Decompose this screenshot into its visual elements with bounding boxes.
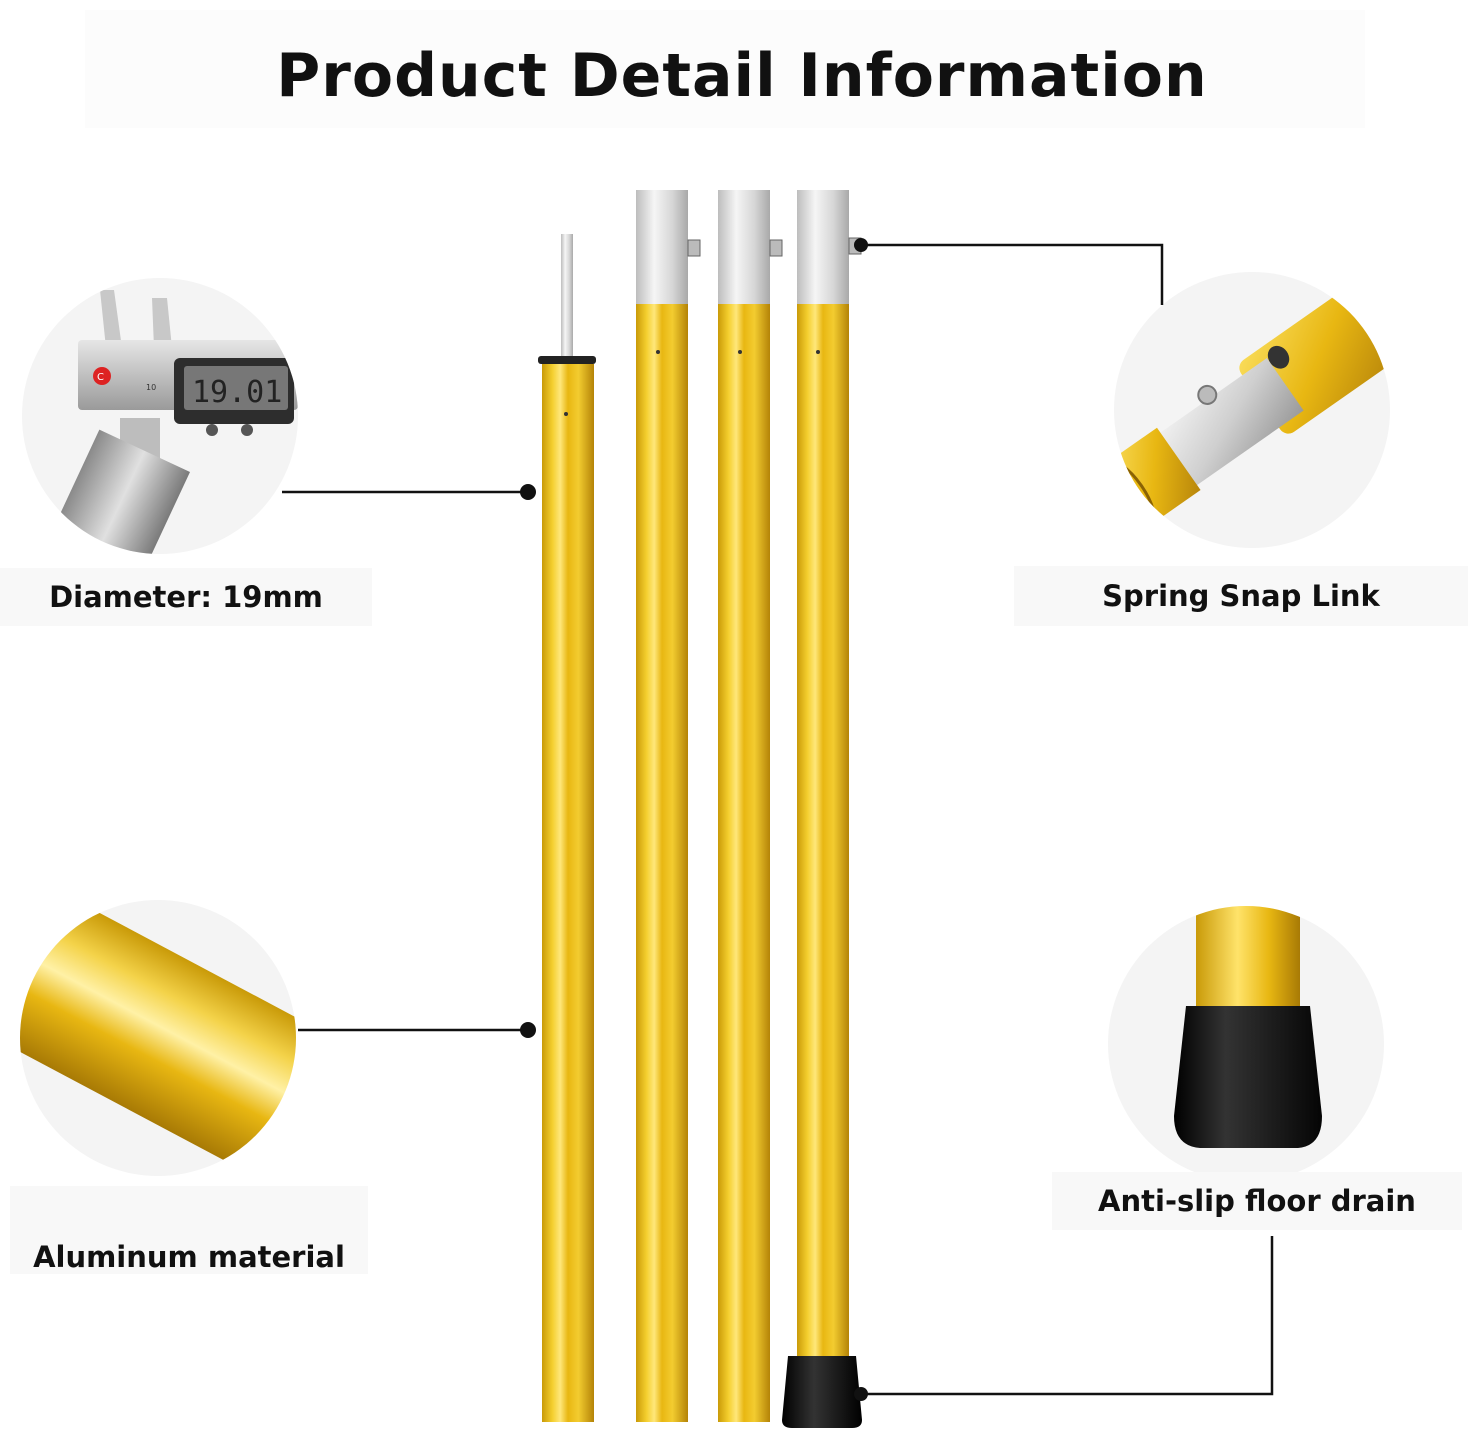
spring-pointer-dot [854,238,868,252]
svg-text:C: C [97,372,104,383]
spring-label: Spring Snap Link [1014,566,1468,626]
diameter-pointer-dot [520,484,536,500]
rubber-foot-illustration [1174,906,1322,1148]
caliper-scale-mark: 10 [146,383,156,392]
foot-label: Anti-slip floor drain [1052,1172,1462,1230]
pole-section-2 [636,190,701,1422]
diameter-label: Diameter: 19mm [0,568,372,626]
pole-section-4 [782,190,862,1428]
spring-detail-circle [1114,272,1390,548]
caliper-reading: 19.01 [192,375,282,410]
aluminum-tube-illustration [20,900,296,1176]
pole-section-3 [718,190,783,1422]
foot-detail-circle [1108,906,1384,1182]
caliper-detail-circle: C 10 19.01 [22,278,298,554]
title-band [85,10,1365,128]
material-label: Aluminum material [10,1186,368,1274]
foot-pointer-dot [854,1387,868,1401]
material-pointer-dot [520,1022,536,1038]
spring-link-illustration [1114,289,1390,527]
aluminum-detail-circle [20,900,296,1176]
connector-lines [282,243,1274,1396]
page-title: Product Detail Information [276,41,1208,111]
pole-tip-section [538,234,596,1422]
caliper-illustration: C 10 19.01 [44,290,298,554]
